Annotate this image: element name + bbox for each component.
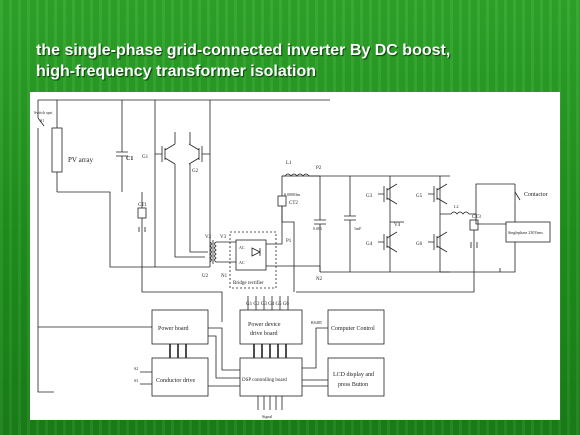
grid-lines bbox=[440, 183, 516, 273]
v3-label: V3 bbox=[220, 235, 227, 240]
g5-label: G5 bbox=[416, 194, 423, 199]
ct1-leads bbox=[138, 192, 146, 232]
signal-leads bbox=[257, 396, 283, 410]
ac1-label: AC bbox=[239, 245, 245, 250]
lcd-label-2: press Button bbox=[338, 382, 368, 388]
l1-label: L1 bbox=[286, 161, 292, 166]
ct3-sensor bbox=[469, 219, 479, 231]
rectifier-diode-symbol bbox=[251, 247, 261, 257]
s3-label: S3 bbox=[134, 378, 138, 383]
circuit-diagram: Switch spst S1 PV array C1 CT1 G1 G2 V2 … bbox=[34, 99, 551, 419]
switch-label: Switch spst bbox=[34, 110, 53, 115]
bus-dsp-to-computer bbox=[302, 327, 328, 369]
v4-label: V4 bbox=[394, 223, 401, 228]
s2-label: S2 bbox=[134, 366, 138, 371]
bus-power-to-dsp bbox=[208, 327, 240, 379]
ct2-sensor bbox=[277, 195, 287, 207]
c1-label: C1 bbox=[126, 156, 133, 162]
power-device-label-1: Power device bbox=[248, 322, 281, 328]
p1-label: P1 bbox=[286, 239, 292, 244]
transformer-secondary bbox=[214, 241, 217, 263]
power-board-label: Power board bbox=[158, 326, 189, 332]
dsp-block bbox=[239, 357, 303, 397]
l2-label: L2 bbox=[454, 204, 458, 209]
n2-label: N2 bbox=[316, 277, 323, 282]
v2-label: V2 bbox=[205, 235, 212, 240]
n1-label: N1 bbox=[221, 274, 228, 279]
c3-capacitor bbox=[344, 176, 356, 272]
gate-signals-label: G1 G2 G3 G4 G5 G6 bbox=[246, 302, 289, 307]
bridge-rectifier-box bbox=[235, 239, 267, 271]
g2-switch bbox=[188, 143, 210, 165]
bridge-rectifier-label: Bridge rectifier bbox=[233, 281, 264, 286]
g4-label: G4 bbox=[366, 242, 373, 247]
bridge-rectifier-outline bbox=[229, 231, 277, 289]
g6-switch bbox=[428, 231, 448, 253]
p2-label: P2 bbox=[316, 166, 322, 171]
g3-switch bbox=[378, 183, 398, 205]
l1-value-label: 0.00003m bbox=[284, 192, 301, 197]
grid-label: Singlephase 230Vrms bbox=[508, 230, 543, 235]
ct1-label: CT1 bbox=[138, 203, 147, 208]
bus-power-to-conductor bbox=[169, 344, 187, 358]
computer-control-label: Computer Control bbox=[331, 326, 375, 332]
rs485-label: RS485 bbox=[311, 320, 322, 325]
ac2-label: AC bbox=[239, 260, 245, 265]
s1-label: S1 bbox=[40, 118, 44, 123]
g1-label: G1 bbox=[142, 155, 149, 160]
transformer-primary bbox=[209, 241, 212, 263]
power-board-block bbox=[151, 309, 209, 345]
pv-array-box bbox=[51, 127, 63, 173]
power-device-drive-block bbox=[239, 309, 303, 345]
sensor-wires bbox=[141, 206, 475, 322]
c2-value-label: 0.001 bbox=[313, 226, 322, 231]
dc-link-top bbox=[266, 175, 320, 245]
signal-label: Signal bbox=[262, 414, 273, 419]
g4-switch bbox=[378, 231, 398, 253]
conductor-inputs bbox=[140, 371, 152, 385]
power-device-label-2: drive board bbox=[250, 331, 278, 337]
c2-capacitor bbox=[314, 176, 326, 272]
g3-label: G3 bbox=[366, 194, 373, 199]
g2-label: G2 bbox=[192, 169, 199, 174]
computer-control-block bbox=[327, 309, 385, 345]
u2-label: U2 bbox=[202, 274, 209, 279]
slide-title-line-1: the single-phase grid-connected inverter… bbox=[36, 42, 451, 59]
gate-signal-leads bbox=[247, 296, 289, 310]
bus-drive-to-dsp bbox=[253, 344, 287, 358]
dc-link-bottom bbox=[266, 265, 321, 272]
pv-to-power-board bbox=[37, 327, 54, 393]
bus-dsp-to-lcd bbox=[302, 379, 328, 387]
lcd-label-1: LCD display and bbox=[333, 372, 374, 378]
g5-switch bbox=[428, 183, 448, 205]
circuit-diagram-panel: Switch spst S1 PV array C1 CT1 G1 G2 V2 … bbox=[30, 92, 560, 420]
dsp-label: DSP controlling board bbox=[242, 378, 287, 383]
slide-title: the single-phase grid-connected inverter… bbox=[36, 40, 556, 82]
ct3-leads bbox=[470, 230, 478, 248]
grid-box bbox=[505, 221, 551, 243]
g6-label: G6 bbox=[416, 242, 423, 247]
l1-inductor bbox=[282, 173, 320, 177]
c3-value-label: 1mF bbox=[354, 226, 362, 231]
l2-inductor bbox=[448, 211, 476, 215]
ct3-label: CT3 bbox=[472, 215, 481, 220]
contactor-label: Contactor bbox=[524, 192, 548, 198]
c1-capacitor bbox=[116, 100, 128, 192]
inverter-mid bbox=[390, 213, 448, 223]
lcd-block bbox=[327, 357, 385, 397]
slide-title-line-2: high-frequency transformer isolation bbox=[36, 63, 317, 80]
bridge1-rails bbox=[154, 100, 211, 268]
transformer-out bbox=[216, 241, 236, 263]
pv-array-label: PV array bbox=[68, 156, 93, 164]
g1-switch bbox=[155, 132, 176, 176]
pv-switch bbox=[37, 100, 45, 144]
ct1-sensor bbox=[137, 207, 147, 219]
ct2-label: CT2 bbox=[289, 201, 298, 206]
conductor-drive-label: Conductor drive bbox=[156, 378, 195, 384]
bridge1-legs bbox=[174, 132, 208, 258]
conductor-drive-block bbox=[151, 357, 209, 397]
contactor-switch bbox=[514, 191, 521, 201]
